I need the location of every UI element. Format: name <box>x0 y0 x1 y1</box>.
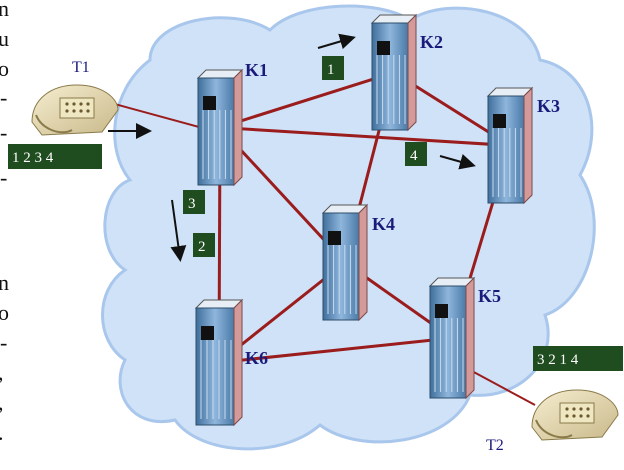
left-edge-char: - <box>0 120 7 145</box>
switch-k3-label: K3 <box>537 96 560 116</box>
arrow-to-k6 <box>170 199 187 262</box>
t2-label: T2 <box>486 437 504 454</box>
switch-k1-label: K1 <box>245 60 268 80</box>
left-edge-char: u <box>0 26 9 51</box>
packet-4-text: 4 <box>410 148 418 164</box>
t2-access-line <box>469 369 536 406</box>
link-k1-k3 <box>219 126 511 147</box>
link-k6-k5 <box>218 336 453 364</box>
switch-k6-label: K6 <box>245 348 268 368</box>
left-edge-char: n <box>0 0 9 21</box>
left-edge-char: o <box>0 300 9 325</box>
t2-packet-text: 3 2 1 4 <box>537 352 579 368</box>
switch-k2-icon <box>370 13 418 132</box>
switch-k6-icon <box>194 298 244 427</box>
packet-3: 3 <box>183 190 205 214</box>
switch-k4-icon <box>321 203 369 322</box>
packet-2: 2 <box>193 233 215 257</box>
packet-4: 4 <box>405 142 427 166</box>
switch-k5-icon <box>428 276 476 400</box>
arrow-k1-to-k2 <box>317 33 356 50</box>
t1-packet: 1 2 3 4 <box>8 144 102 169</box>
switch-k4-label: K4 <box>372 214 395 234</box>
left-edge-char: - <box>0 165 7 190</box>
t1-phone-icon <box>31 84 119 136</box>
switch-k5-label: K5 <box>478 286 501 306</box>
left-edge-char: - <box>0 330 7 355</box>
t1-packet-text: 1 2 3 4 <box>12 150 54 166</box>
left-edge-char: o <box>0 56 9 81</box>
packet-1-text: 1 <box>327 62 335 78</box>
left-edge-char: . <box>0 420 4 445</box>
left-edge-char: , <box>0 390 4 415</box>
t2-phone-icon <box>531 389 619 441</box>
packet-3-text: 3 <box>188 196 196 212</box>
left-edge-char: , <box>0 360 4 385</box>
arrow-to-k3 <box>439 154 476 170</box>
switch-k2-label: K2 <box>420 32 443 52</box>
switch-k3-icon <box>486 86 534 205</box>
left-edge-char: - <box>0 85 7 110</box>
packet-2-text: 2 <box>198 239 206 255</box>
t1-access-line <box>99 99 211 131</box>
packet-1: 1 <box>322 56 344 80</box>
t2-packet: 3 2 1 4 <box>533 346 623 371</box>
link-k1-k2 <box>219 71 395 129</box>
t1-label: T1 <box>72 59 90 76</box>
left-edge-text: nuo---no-,,. <box>0 0 9 445</box>
switch-k1-icon <box>196 68 244 187</box>
left-edge-char: n <box>0 270 9 295</box>
